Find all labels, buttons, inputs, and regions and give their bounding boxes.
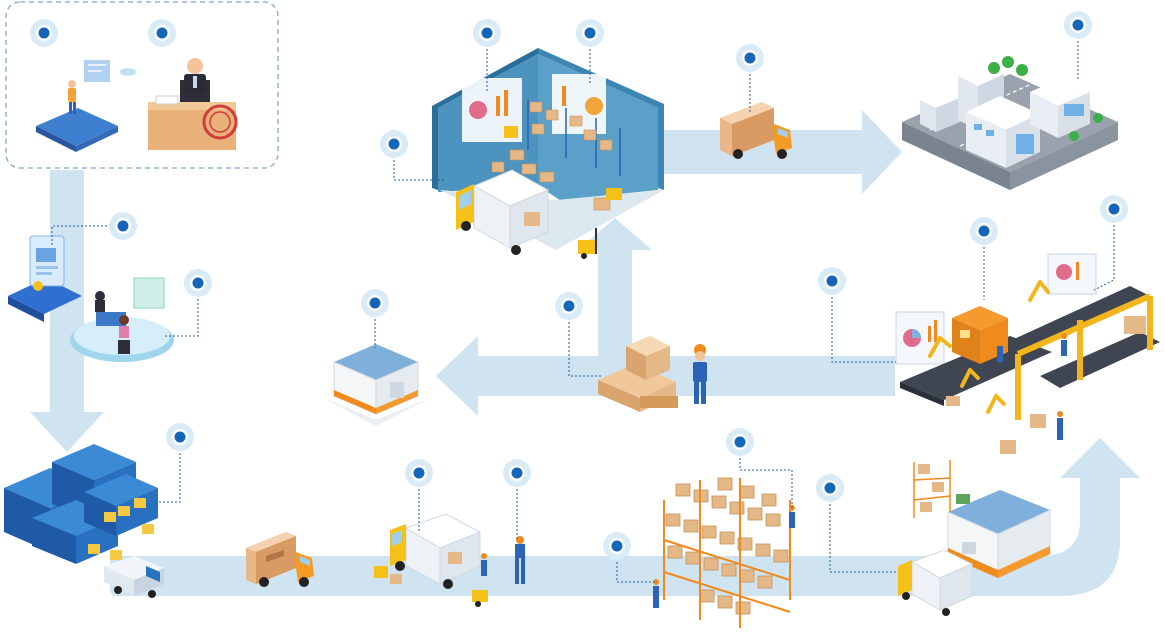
pallet-rack-icon (653, 477, 795, 628)
city-store-icon (902, 56, 1118, 190)
location-pin-icon[interactable] (184, 269, 212, 297)
flow-arrow-left (436, 336, 895, 416)
flow-band-bottom (110, 556, 1060, 596)
location-pin-icon[interactable] (148, 19, 176, 47)
customer-service-icon (70, 277, 174, 362)
location-pin-icon[interactable] (726, 428, 754, 456)
location-pin-icon[interactable] (30, 19, 58, 47)
location-pin-icon[interactable] (1064, 11, 1092, 39)
center-pallet-icon (598, 336, 707, 412)
location-pin-icon[interactable] (473, 19, 501, 47)
location-pin-icon[interactable] (736, 44, 764, 72)
location-pin-icon[interactable] (1100, 195, 1128, 223)
location-pin-icon[interactable] (816, 474, 844, 502)
location-pin-icon[interactable] (603, 532, 631, 560)
inventory-warehouse-icon (432, 48, 664, 259)
storage-shed-icon (320, 344, 430, 426)
container-yard-icon (4, 444, 164, 598)
location-pin-icon[interactable] (503, 459, 531, 487)
location-pin-icon[interactable] (818, 267, 846, 295)
flow-arrow-up-right (1040, 438, 1140, 596)
delivery-truck-icon (246, 532, 314, 587)
flow-arrow-up (578, 218, 652, 356)
location-pin-icon[interactable] (405, 459, 433, 487)
flow-arrow-down (30, 170, 104, 452)
location-pin-icon[interactable] (109, 212, 137, 240)
distribution-center-icon (898, 460, 1051, 616)
location-pin-icon[interactable] (361, 289, 389, 317)
planning-group-frame (5, 1, 279, 169)
automated-factory-icon (895, 253, 1160, 454)
planning-office-icon (36, 60, 136, 152)
location-pin-icon[interactable] (380, 130, 408, 158)
location-pin-icon[interactable] (970, 217, 998, 245)
location-pin-icon[interactable] (555, 292, 583, 320)
location-pin-icon[interactable] (166, 423, 194, 451)
location-pin-icon[interactable] (576, 19, 604, 47)
data-platform-icon (8, 235, 82, 322)
location-markers (30, 11, 1128, 560)
van-to-city-icon (720, 102, 792, 159)
loading-dock-icon (374, 513, 525, 607)
customs-stamp-icon (148, 58, 238, 150)
